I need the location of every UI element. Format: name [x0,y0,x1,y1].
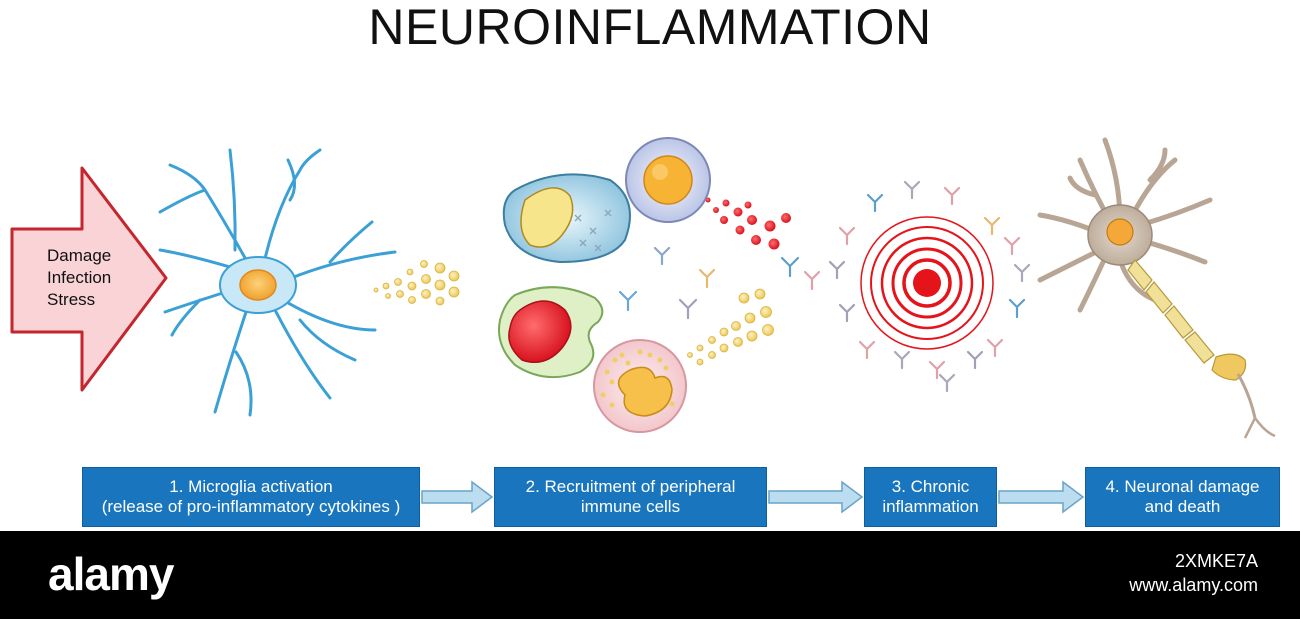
step-2-title: 2. Recruitment of peripheral [525,477,736,496]
trigger-line-stress: Stress [47,290,96,309]
trigger-line-damage: Damage [47,246,112,265]
diagram-illustration [10,137,1276,514]
cytokine-particles-red [705,197,791,250]
watermark-bar: alamy 2XMKE7A www.alamy.com [0,531,1300,619]
step-2-subtitle: immune cells [580,497,681,516]
antibody-group-1 [618,246,821,320]
step-recruitment: 2. Recruitment of peripheral immune cell… [494,467,767,527]
trigger-line-infection: Infection [47,268,112,287]
step-3-title: 3. Chronic [891,477,970,496]
antibody-group-2 [828,180,1031,393]
neutrophil-cell [498,286,604,379]
microglia-cell [158,148,397,417]
step-microglia-activation: 1. Microglia activation (release of pro-… [82,467,420,527]
step-1-subtitle: (release of pro-inflammatory cytokines ) [101,497,401,516]
flow-arrow-2 [768,480,864,514]
cytokine-particles-2 [687,288,774,366]
neuron-cell [1037,137,1276,439]
inflammation-target [860,216,994,350]
diagram-title: NEUROINFLAMMATION [368,0,932,55]
step-3-subtitle: inflammation [882,497,979,516]
step-4-title: 4. Neuronal damage [1105,477,1260,496]
cytokine-particles-1 [373,260,460,306]
trigger-arrow [10,166,168,392]
step-chronic-inflammation: 3. Chronic inflammation [864,467,997,527]
monocyte-cell [502,173,631,264]
flow-arrow-1 [421,480,494,514]
watermark-url: www.alamy.com [1129,575,1258,595]
flow-arrow-3 [998,480,1085,514]
watermark-logo: alamy [48,548,174,600]
watermark-image-id: 2XMKE7A [1174,551,1258,571]
step-neuronal-damage: 4. Neuronal damage and death [1085,467,1280,527]
trigger-label: Damage Infection Stress [20,245,187,311]
lymphocyte-cell [625,137,711,223]
step-4-subtitle: and death [1144,497,1221,516]
eosinophil-cell [593,339,687,433]
step-1-title: 1. Microglia activation [169,477,333,496]
